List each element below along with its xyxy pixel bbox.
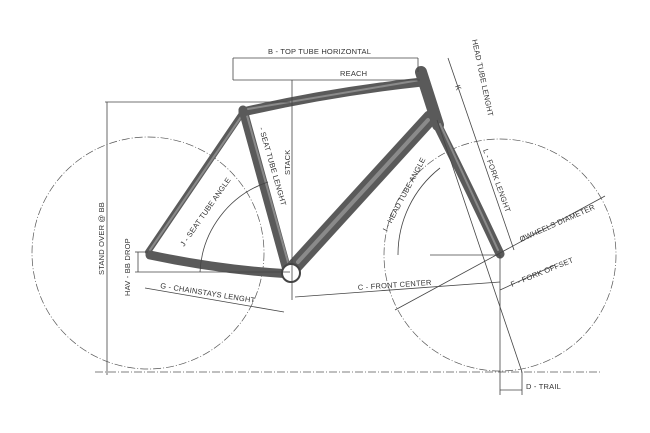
dim-wheel-diameter <box>394 195 606 311</box>
chainstay <box>145 250 296 279</box>
label-seat-tube-angle: J - SEAT TUBE ANGLE <box>178 176 233 248</box>
top-tube <box>238 77 427 117</box>
label-top-tube-horizontal: B - TOP TUBE HORIZONTAL <box>268 47 371 56</box>
seat-tube-highlight <box>245 111 290 267</box>
down-tube-highlight <box>296 118 430 264</box>
label-trail: D - TRAIL <box>526 382 561 391</box>
label-fork-offset: F - FORK OFFSET <box>509 255 574 288</box>
label-bb-drop: HAV - BB DROP <box>123 238 132 296</box>
label-stand-over: STAND OVER @ BB <box>97 202 106 275</box>
dim-fork-length <box>447 57 515 251</box>
dim-front-center <box>294 281 501 298</box>
bottom-bracket <box>281 263 301 283</box>
label-k: K <box>453 84 463 92</box>
seatstay-highlight <box>149 113 244 251</box>
dim-head-tube-angle-arc <box>397 167 441 256</box>
head-tube <box>415 66 444 131</box>
label-head-tube-length: HEAD TUBE LENGHT <box>470 39 495 118</box>
dimension-lines <box>105 57 606 395</box>
frame <box>145 66 505 283</box>
steering-axis <box>436 119 523 373</box>
top-tube-highlight <box>247 79 421 110</box>
label-wheels-diameter: ØWHEELS DIAMETER <box>518 202 597 244</box>
dim-fork-offset <box>499 264 556 291</box>
seat-tube <box>238 105 292 275</box>
label-fork-length: L - FORK LENGHT <box>481 148 512 214</box>
label-reach: REACH <box>340 69 367 78</box>
dim-seat-tube-angle-arc <box>199 181 269 273</box>
label-stack: STACK <box>283 150 292 175</box>
dim-chainstays <box>144 287 285 313</box>
fork-highlight <box>439 123 499 251</box>
rear-wheel <box>31 136 265 370</box>
